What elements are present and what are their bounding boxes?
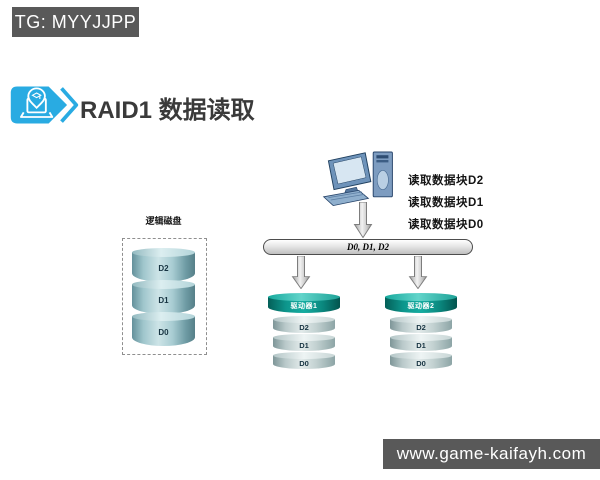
drive-1-block-d0: D0: [273, 352, 335, 369]
block-label: D1: [299, 340, 309, 350]
bus-label: D0, D1, D2: [347, 242, 389, 252]
read-request-d1: 读取数据块D1: [408, 197, 484, 209]
arrow-down-bus-to-drive-2: [409, 256, 427, 289]
block-label: D0: [299, 358, 309, 368]
page-title: RAID1 数据读取: [80, 97, 255, 124]
block-label: D2: [299, 322, 309, 332]
logical-disk-block-d2: D2: [132, 248, 195, 282]
arrow-down-computer-to-bus: [354, 202, 372, 238]
block-label: D0: [158, 328, 169, 337]
data-bus-bar: D0, D1, D2: [263, 239, 473, 255]
tg-watermark-badge: TG: MYYJJPP: [12, 7, 139, 37]
logical-disk-block-d1: D1: [132, 280, 195, 314]
read-request-list: 读取数据块D2 读取数据块D1 读取数据块D0: [408, 170, 484, 236]
block-label: D1: [158, 296, 169, 305]
logical-disk-block-d0: D0: [132, 312, 195, 346]
drive-2-block-d0: D0: [390, 352, 452, 369]
drive-2-header: 驱动器2: [385, 293, 457, 313]
laptop-pin-badge-icon: [10, 86, 79, 124]
arrow-down-bus-to-drive-1: [292, 256, 310, 289]
block-label: D2: [416, 322, 426, 332]
drive-2-block-d2: D2: [390, 316, 452, 333]
drive-1-block-d2: D2: [273, 316, 335, 333]
logical-disk-boundary: [122, 238, 207, 355]
block-label: D2: [158, 264, 169, 273]
drive-2-block-d1: D1: [390, 334, 452, 351]
drive-name: 驱动器2: [407, 303, 435, 310]
block-label: D1: [416, 340, 426, 350]
site-watermark-badge: www.game-kaifayh.com: [383, 439, 600, 469]
read-request-d0: 读取数据块D0: [408, 219, 484, 231]
read-request-d2: 读取数据块D2: [408, 175, 484, 187]
drive-1-header: 驱动器1: [268, 293, 340, 313]
drive-name: 驱动器1: [290, 303, 318, 310]
logical-disk-label: 逻辑磁盘: [145, 216, 182, 226]
drive-1-block-d1: D1: [273, 334, 335, 351]
desktop-computer-icon: [322, 151, 393, 207]
block-label: D0: [416, 358, 426, 368]
